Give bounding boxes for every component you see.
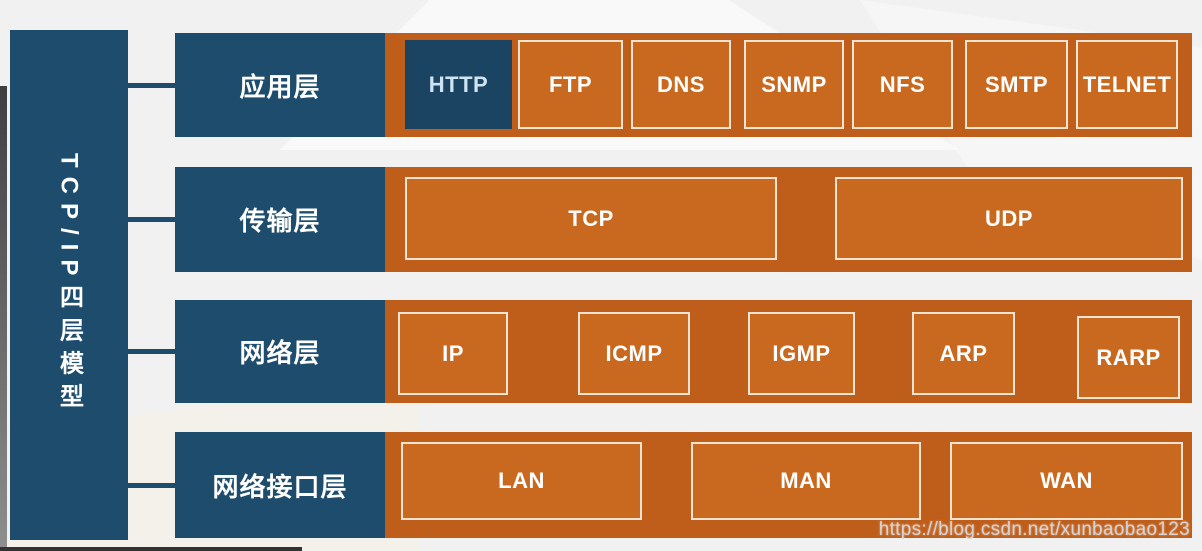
protocol-box-rarp: RARP — [1077, 316, 1180, 399]
protocol-box-http: HTTP — [405, 40, 512, 129]
connector-application-layer — [128, 83, 175, 88]
protocol-box-smtp: SMTP — [965, 40, 1068, 129]
protocol-box-lan: LAN — [401, 442, 642, 520]
layer-label-network-interface: 网络接口层 — [175, 432, 385, 538]
layer-label-network: 网络层 — [175, 300, 385, 403]
protocol-box-icmp: ICMP — [578, 312, 690, 395]
protocol-box-dns: DNS — [631, 40, 731, 129]
protocol-box-tcp: TCP — [405, 177, 777, 260]
protocol-box-arp: ARP — [912, 312, 1015, 395]
protocol-box-ftp: FTP — [518, 40, 623, 129]
frame-edge-left — [0, 86, 7, 551]
protocol-box-snmp: SNMP — [744, 40, 844, 129]
layer-label-application: 应用层 — [175, 33, 385, 137]
connector-network-layer — [128, 349, 175, 354]
connector-link-layer — [128, 483, 175, 488]
protocol-box-ip: IP — [398, 312, 508, 395]
csdn-watermark: https://blog.csdn.net/xunbaobao123 — [878, 519, 1190, 540]
protocol-box-telnet: TELNET — [1076, 40, 1178, 129]
protocol-box-udp: UDP — [835, 177, 1183, 260]
protocol-box-wan: WAN — [950, 442, 1183, 520]
protocol-box-man: MAN — [691, 442, 921, 520]
layer-label-transport: 传输层 — [175, 167, 385, 272]
connector-transport-layer — [128, 217, 175, 222]
model-title: TCP/IP四层模型 — [55, 153, 83, 417]
frame-edge-bottom — [0, 547, 302, 551]
protocol-box-igmp: IGMP — [748, 312, 855, 395]
model-title-bar: TCP/IP四层模型 — [10, 30, 128, 540]
protocol-box-nfs: NFS — [852, 40, 953, 129]
